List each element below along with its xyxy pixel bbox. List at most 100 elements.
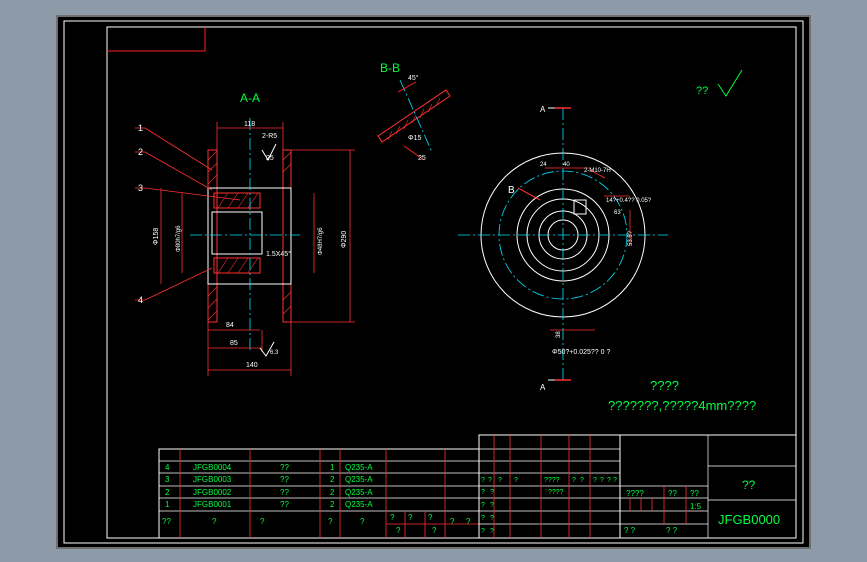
bom-row-1-code: JFGB0004 xyxy=(193,463,232,472)
sheet-label-2: ? ? xyxy=(666,526,678,535)
bom-row-3-no: 2 xyxy=(165,488,170,497)
bom-row-2-material: Q235-A xyxy=(345,475,373,484)
reverse-title-box xyxy=(107,27,206,52)
roughness-note: ?? xyxy=(696,85,708,97)
dim-24: 24 xyxy=(540,162,547,168)
view-a-top: A xyxy=(540,105,546,114)
part-no-2: 2 xyxy=(138,147,143,157)
dim-140: 140 xyxy=(246,362,258,369)
sign-c2: ? xyxy=(490,515,494,522)
rough-25-b: 25 xyxy=(418,155,426,162)
rough-25-a: 25 xyxy=(266,155,274,162)
sign-c1: ? xyxy=(481,515,485,522)
sheet-label: ? ? xyxy=(624,526,636,535)
roughness-symbol-b xyxy=(259,341,275,357)
rev-r2-c2: ? xyxy=(490,489,494,496)
bom-row-4-no: 1 xyxy=(165,500,170,509)
dim-38: 38 xyxy=(556,331,562,338)
title-block-grid xyxy=(158,434,797,539)
bom-row-4-material: Q235-A xyxy=(345,500,373,509)
drawn-c1: ? xyxy=(481,502,485,509)
dim-118: 118 xyxy=(244,121,255,128)
bom-row-4-code: JFGB0001 xyxy=(193,500,232,509)
dim-45deg: 45° xyxy=(408,74,419,82)
bom-extra-2: ? xyxy=(408,513,413,522)
rev-r1-c8: ? xyxy=(593,477,597,484)
section-bb-label: B-B xyxy=(380,61,400,75)
rev-r2-c1: ? xyxy=(481,489,485,496)
section-bb-view xyxy=(377,79,451,161)
rev-r1-c9: ? xyxy=(600,477,604,484)
bom-header-qty: ? xyxy=(328,517,333,526)
bom-header-no: ?? xyxy=(162,517,171,526)
lower-sleeve xyxy=(213,257,261,274)
bom-row-4-name: ?? xyxy=(280,500,289,509)
dim-53: 53.8? xyxy=(628,230,634,246)
bom-extra-4: ? xyxy=(450,517,455,526)
keyway xyxy=(573,199,587,215)
dim-d48: Φ48H7/g6 xyxy=(318,227,324,255)
dim-chamfer: 1.5X45° xyxy=(266,250,291,258)
bom-extra-7: ? xyxy=(432,526,437,535)
bom-row-2-name: ?? xyxy=(280,475,289,484)
bom-header-material: ? xyxy=(360,517,365,526)
bom-header-name: ? xyxy=(260,517,265,526)
bb-plate xyxy=(377,89,451,143)
bom-row-3-qty: 2 xyxy=(330,488,335,497)
dim-63: 63 xyxy=(614,210,621,216)
rev-r1-c1: ? xyxy=(481,477,485,484)
dim-d290: Φ290 xyxy=(341,231,348,248)
roughness-check-icon xyxy=(717,69,743,97)
stage-label: ???? xyxy=(626,489,644,498)
bom-row-2-no: 3 xyxy=(165,475,170,484)
dim-d158: Φ158 xyxy=(153,228,160,245)
bom-row-4-qty: 2 xyxy=(330,500,335,509)
bom-row-1-material: Q235-A xyxy=(345,463,373,472)
dim-40: 40 xyxy=(563,162,570,168)
rev-r1-c5: ???? xyxy=(544,477,560,484)
drawing-number: JFGB0000 xyxy=(718,512,780,527)
view-b: B xyxy=(508,185,515,196)
rev-r1-c6: ? xyxy=(572,477,576,484)
tech-req-title: ???? xyxy=(650,378,679,393)
bom-extra-1: ? xyxy=(390,513,395,522)
rev-r1-c2: ? xyxy=(488,477,492,484)
dim-d15: Φ15 xyxy=(408,135,421,142)
drawing-title: ?? xyxy=(742,478,756,492)
front-view xyxy=(458,107,668,381)
bom-row-1-no: 4 xyxy=(165,463,170,472)
drawn-c2: ? xyxy=(490,502,494,509)
bom-row-2-code: JFGB0003 xyxy=(193,475,232,484)
bom-row-3-code: JFGB0002 xyxy=(193,488,232,497)
bom-header-code: ? xyxy=(212,517,217,526)
rough-63: 6.3 xyxy=(270,350,279,356)
sign-c3: ? xyxy=(481,528,485,535)
dim-84: 84 xyxy=(226,322,234,329)
bore xyxy=(211,211,263,255)
dim-d80: Φ80h7/g6 xyxy=(176,225,182,252)
weight-label: ?? xyxy=(668,489,677,498)
tech-req-text: ???????,?????4mm???? xyxy=(608,398,756,413)
bom-row-2-qty: 2 xyxy=(330,475,335,484)
rev-r1-c11: ? xyxy=(613,477,617,484)
sign-c4: ? xyxy=(490,528,494,535)
sheet-outer-border xyxy=(63,20,804,544)
scale-label: ?? xyxy=(690,489,699,498)
dim-bore: Φ50?+0.025?? 0 ? xyxy=(552,349,610,356)
hub-body xyxy=(207,187,292,285)
part-no-3: 3 xyxy=(138,183,143,193)
dim-85: 85 xyxy=(230,340,238,347)
view-a-bottom: A xyxy=(540,383,546,392)
rev-r2-c3: ???? xyxy=(548,489,564,496)
bom-row-3-material: Q235-A xyxy=(345,488,373,497)
dim-tol: 14?+0.4?? 0.05? xyxy=(606,198,652,204)
revision-table: ? ? ? ? ???? ? ? ? ? ? ? ? ? ???? ? ? ? … xyxy=(481,477,617,535)
bom-extra-6: ? xyxy=(396,526,401,535)
scale-value: 1:5 xyxy=(690,502,702,511)
upper-sleeve xyxy=(213,192,261,209)
rev-r1-c7: ? xyxy=(580,477,584,484)
bom-row-3-name: ?? xyxy=(280,488,289,497)
dim-r5: 2-R5 xyxy=(262,133,277,140)
